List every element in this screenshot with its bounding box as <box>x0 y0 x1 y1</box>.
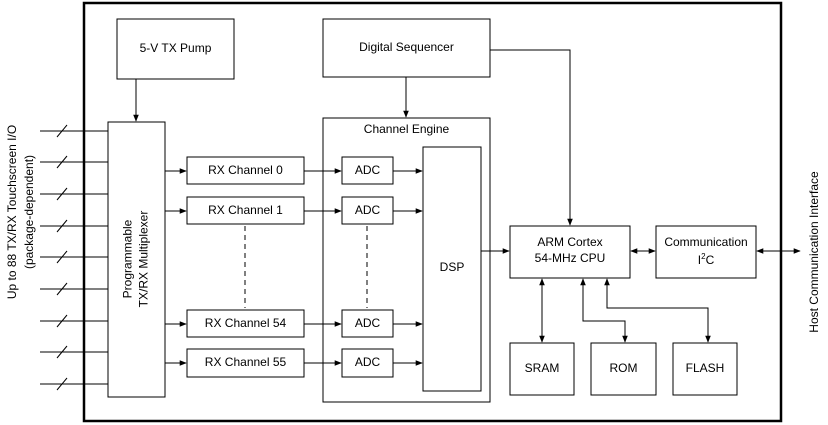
adc-1-block <box>341 196 394 225</box>
flash-label: FLASH <box>686 361 725 375</box>
tx-pump-block <box>116 18 235 80</box>
sram-block <box>509 342 575 396</box>
dsp-block <box>422 146 482 392</box>
left-io-bus <box>40 124 108 391</box>
cpu-label-line1: ARM Cortex <box>537 235 602 249</box>
digital-sequencer-block <box>322 18 491 78</box>
dsp-label: DSP <box>440 260 465 274</box>
flash-block <box>672 342 738 396</box>
cpu-label-line2: 54-MHz CPU <box>535 251 606 265</box>
adc-54-label: ADC <box>355 316 381 330</box>
multiplexer-label-line2: TX/RX Multiplexer <box>137 211 151 308</box>
adc-54-block <box>341 309 394 338</box>
rx-channel-0-label: RX Channel 0 <box>208 163 283 177</box>
communication-label-line1: Communication <box>664 235 747 249</box>
rx-channel-55-block <box>186 348 305 378</box>
left-io-label-line1: Up to 88 TX/RX Touchscreen I/O <box>5 125 19 299</box>
rx-channel-54-label: RX Channel 54 <box>205 316 287 330</box>
rom-label: ROM <box>610 361 638 375</box>
rx-channel-1-block <box>186 196 305 225</box>
connections <box>133 49 801 366</box>
communication-label-line2: I2C <box>698 252 715 267</box>
host-interface-label: Host Communication Interface <box>807 171 821 333</box>
rx-channel-1-label: RX Channel 1 <box>208 203 283 217</box>
adc-0-label: ADC <box>355 163 381 177</box>
sram-label: SRAM <box>525 361 560 375</box>
rx-channel-55-label: RX Channel 55 <box>205 355 287 369</box>
digital-sequencer-label: Digital Sequencer <box>359 40 454 54</box>
adc-0-block <box>341 156 394 185</box>
cpu-block <box>509 225 631 279</box>
adc-55-label: ADC <box>355 355 381 369</box>
rx-channel-0-block <box>186 156 305 185</box>
left-io-label: Up to 88 TX/RX Touchscreen I/O (package-… <box>5 125 36 299</box>
multiplexer-label-line1: Programmable <box>121 219 135 298</box>
host-interface-label-text: Host Communication Interface <box>807 171 821 333</box>
channel-engine-label: Channel Engine <box>364 122 450 136</box>
chip-boundary <box>82 1 783 423</box>
multiplexer-label: Programmable TX/RX Multiplexer <box>121 211 151 308</box>
adc-1-label: ADC <box>355 203 381 217</box>
adc-55-block <box>341 348 394 378</box>
rom-block <box>590 342 657 396</box>
left-io-label-line2: (package-dependent) <box>22 155 36 269</box>
communication-block <box>655 225 757 279</box>
tx-pump-label: 5-V TX Pump <box>140 41 212 55</box>
multiplexer-block <box>107 121 166 398</box>
